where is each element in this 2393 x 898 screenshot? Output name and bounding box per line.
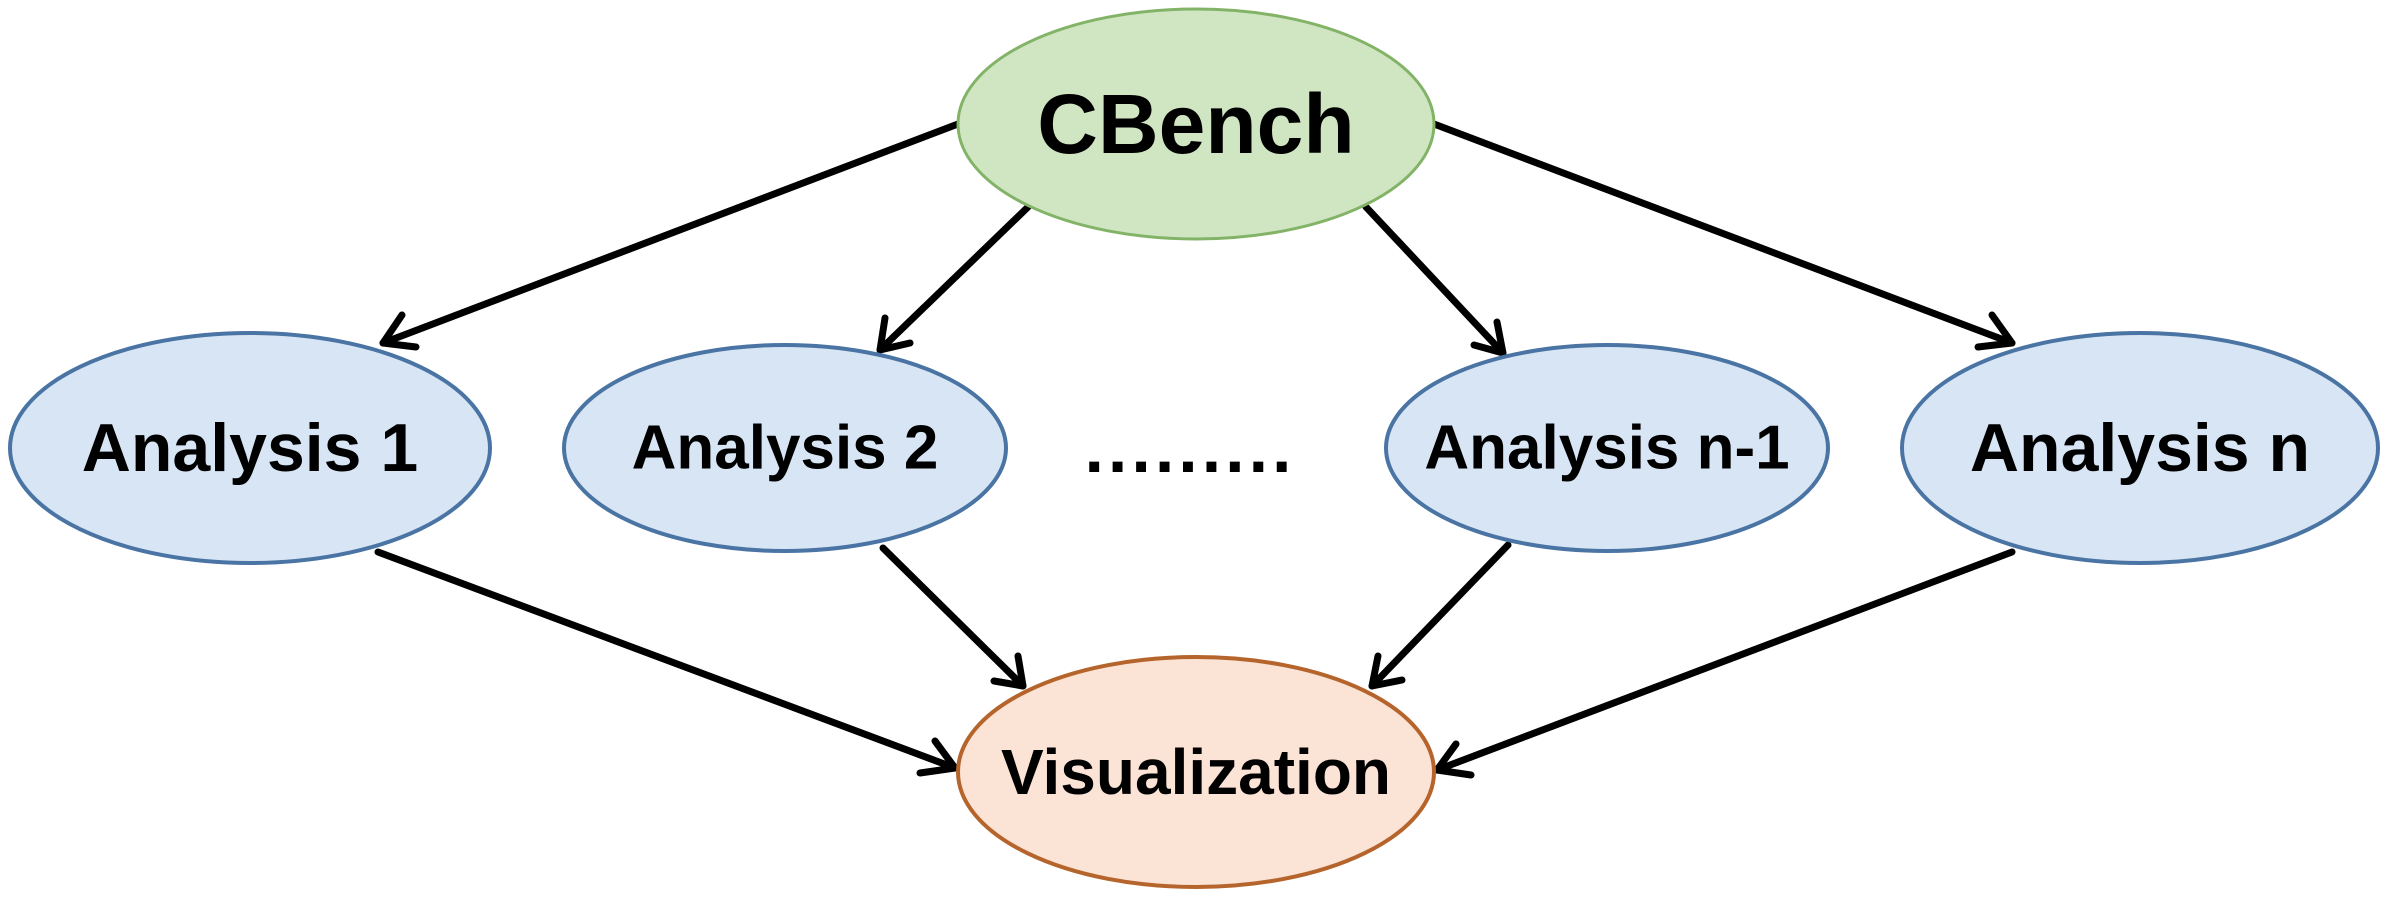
node-analysis-2: Analysis 2	[562, 343, 1008, 553]
ellipsis-separator: .........	[1084, 409, 1295, 487]
edge-cbench-analysis2	[876, 203, 1032, 354]
node-analysis-n: Analysis n	[1900, 331, 2380, 565]
node-analysis-n-minus-1: Analysis n-1	[1384, 343, 1830, 553]
node-label-visualization: Visualization	[1001, 736, 1391, 808]
edge-analysisn1-visualization	[1368, 541, 1512, 690]
node-label-analysis-1: Analysis 1	[82, 410, 418, 486]
edge-analysis1-visualization	[374, 548, 959, 777]
node-label-cbench: CBench	[1037, 77, 1354, 171]
node-label-analysis-2: Analysis 2	[632, 414, 939, 483]
node-cbench: CBench	[956, 7, 1436, 241]
edge-cbench-analysis1	[379, 120, 962, 351]
edge-cbench-analysisn	[1430, 120, 2016, 351]
edge-cbench-analysisn1	[1362, 203, 1507, 357]
node-label-analysis-n-minus-1: Analysis n-1	[1424, 414, 1789, 483]
node-label-analysis-n: Analysis n	[1970, 410, 2310, 486]
edge-analysisn-visualization	[1433, 548, 2016, 779]
edge-analysis2-visualization	[879, 544, 1027, 690]
node-analysis-1: Analysis 1	[8, 331, 492, 565]
node-visualization: Visualization	[956, 655, 1436, 889]
